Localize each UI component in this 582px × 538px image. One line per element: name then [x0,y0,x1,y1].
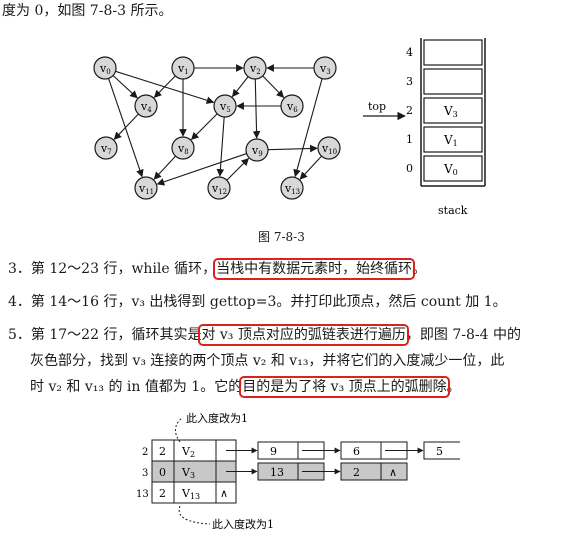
node-v7: v7 [94,136,118,160]
arc-null: ∧ [389,466,397,479]
edge-v0-v4 [112,75,138,99]
node-v8: v8 [171,136,195,160]
edge-v2-v9 [252,78,261,139]
node-label-v2: v2 [249,62,261,76]
item-5-highlight-2: 目的是为了将 v₃ 顶点上的弧删除 [239,376,450,398]
figure-caption: 图 7-8-3 [258,230,305,244]
node-v6: v6 [280,94,304,118]
node-v0: v0 [93,56,117,80]
stack-index-1: 1 [406,133,413,146]
item-5-line-1: 5．第 17～22 行，循环其实是对 v₃ 顶点对应的弧链表进行遍历，即图 7-… [8,324,521,346]
node-v1: v1 [171,56,195,80]
adj-null: ∧ [220,487,228,500]
stack-slot-3: 3 [406,68,483,95]
item-4-number: 4． [8,294,31,310]
edge-v2-v6 [262,75,285,98]
arc-node-6: 6 [353,445,360,458]
item-5-line-3: 时 v₂ 和 v₁₃ 的 in 值都为 1。它的目的是为了将 v₃ 顶点上的弧删… [30,376,461,398]
stack-slot-4: 4 [406,39,483,66]
edge-v12-v9 [226,157,250,181]
edge-v5-v12 [216,116,225,177]
graph-nodes: v0 v1 v2 v3 v4 v5 v6 v7 v8 v9 v10 v11 v12 v13 [93,56,341,200]
node-v12: v12 [207,176,231,200]
edge-v10-v13 [299,155,322,180]
stack-caption: stack [438,204,468,217]
adj-row-index: 3 [142,468,148,479]
node-label-v5: v5 [219,100,231,114]
node-label-v3: v3 [319,62,331,76]
graph-edges [108,64,323,186]
annotation-top-leader [175,417,183,443]
stack-index-0: 0 [406,162,413,175]
edge-v8-v11 [153,155,176,180]
edge-v1-v4 [153,75,176,98]
edge-v3-v13 [293,78,323,178]
edge-v4-v7 [113,113,139,140]
annotation-bottom: 此入度改为1 [212,517,274,531]
dag-graph-figure: v0 v1 v2 v3 v4 v5 v6 v7 v8 v9 v10 v11 v12 v13 [93,56,341,200]
stack-top-label: top [368,100,386,113]
item-5-line-3-tail: 。 [446,379,461,395]
adj-row-index: 13 [136,489,149,500]
node-label-v8: v8 [177,142,189,156]
edge-v2-v5 [231,76,249,98]
item-3-text: 第 12～23 行，while 循环， [30,261,217,277]
item-4-text: 第 14～16 行，v₃ 出栈得到 gettop=3。并打印此顶点，然后 cou… [30,294,507,310]
arc-node-5: 5 [436,445,443,458]
item-5-highlight-1: 对 v₃ 顶点对应的弧链表进行遍历 [198,324,409,346]
stack-index-3: 3 [406,75,413,88]
arc-node-13: 13 [270,466,284,479]
adj-in-value: 2 [159,487,166,500]
edge-v5-v8 [190,113,218,141]
arc-node-9: 9 [270,445,277,458]
item-3-number: 3． [8,261,31,277]
item-5-tail: ，即图 7-8-4 中的 [405,327,521,343]
edge-v9-v10 [267,144,318,153]
item-3-highlight: 当栈中有数据元素时，始终循环 [213,258,416,280]
item-5-line-3-text: 时 v₂ 和 v₁₃ 的 in 值都为 1。它的 [30,379,243,395]
node-v9: v9 [245,138,269,162]
item-3-tail: 。 [412,261,427,277]
item-5-line-2: 灰色部分，找到 v₃ 连接的两个顶点 v₂ 和 v₁₃，并将它们的入度减少一位，… [30,353,505,369]
node-label-v9: v9 [251,144,263,158]
node-v10: v10 [317,136,341,160]
node-v11: v11 [134,176,158,200]
item-5-text: 第 17～22 行，循环其实是 [30,327,202,343]
stack-index-2: 2 [406,104,413,117]
item-5-number: 5． [8,327,31,343]
node-v13: v13 [280,176,304,200]
adj-in-value: 0 [159,466,166,479]
annotation-bottom-leader [178,505,211,525]
edge-v9-v11 [156,153,247,186]
node-v5: v5 [213,94,237,118]
stack-index-4: 4 [406,46,413,59]
node-label-v0: v0 [99,62,111,76]
node-label-v1: v1 [177,62,189,76]
item-4: 4．第 14～16 行，v₃ 出栈得到 gettop=3。并打印此顶点，然后 c… [8,293,507,311]
node-v3: v3 [313,56,337,80]
adj-in-value: 2 [159,445,166,458]
item-3: 3．第 12～23 行，while 循环，当栈中有数据元素时，始终循环。 [8,258,427,280]
node-v2: v2 [243,56,267,80]
adj-row-index: 2 [142,447,148,458]
annotation-top: 此入度改为1 [186,411,248,425]
top-text-line: 度为 0，如图 7-8-3 所示。 [2,3,173,19]
arc-node-2: 2 [353,466,360,479]
node-label-v7: v7 [100,142,112,156]
node-v4: v4 [134,94,158,118]
